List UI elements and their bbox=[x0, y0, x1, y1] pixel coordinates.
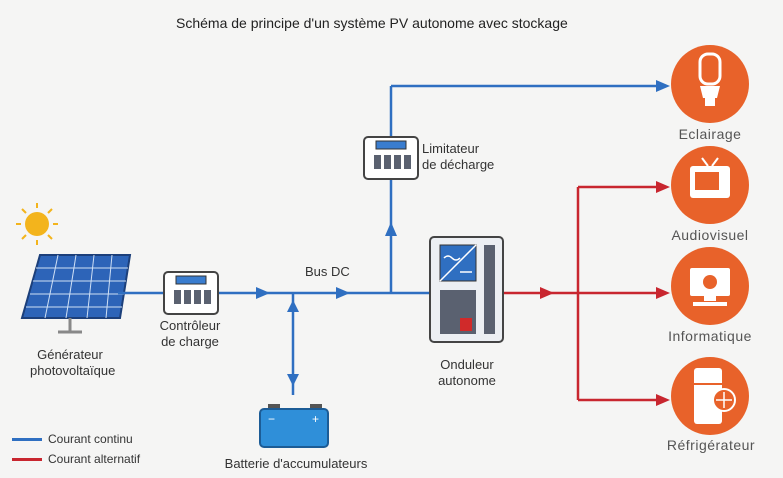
appliance-audiovisual bbox=[671, 146, 749, 224]
dc-arrows bbox=[256, 80, 670, 386]
legend-ac-swatch bbox=[12, 457, 42, 461]
generator-label: Générateur photovoltaïque bbox=[30, 347, 116, 378]
inverter-label: Onduleur autonome bbox=[438, 357, 496, 388]
controller-label: Contrôleur de charge bbox=[159, 318, 221, 349]
battery-label: Batterie d'accumulateurs bbox=[224, 456, 368, 471]
appliance-label-audiovisual: Audiovisuel bbox=[671, 227, 749, 243]
solar-panel-icon bbox=[20, 254, 132, 334]
appliance-label-lighting: Eclairage bbox=[678, 126, 742, 142]
bus-dc-label: Bus DC bbox=[305, 264, 350, 279]
legend-dc: Courant continu bbox=[12, 432, 133, 446]
legend-ac-label: Courant alternatif bbox=[48, 452, 141, 466]
charge-controller-icon bbox=[163, 271, 219, 315]
inverter-icon bbox=[429, 236, 504, 343]
appliance-label-computing: Informatique bbox=[668, 328, 752, 344]
appliance-lighting bbox=[671, 45, 749, 123]
ac-arrows bbox=[540, 181, 670, 406]
appliance-computing bbox=[671, 247, 749, 325]
diagram-title: Schéma de principe d'un système PV auton… bbox=[176, 15, 568, 31]
sun-icon bbox=[16, 203, 58, 245]
svg-text:−: − bbox=[268, 412, 275, 426]
legend-dc-swatch bbox=[12, 437, 42, 441]
legend-dc-label: Courant continu bbox=[48, 432, 133, 446]
appliance-refrigerator bbox=[671, 357, 749, 435]
svg-text:+: + bbox=[312, 412, 319, 426]
limiter-label: Limitateur de décharge bbox=[422, 141, 495, 172]
appliance-label-refrigerator: Réfrigérateur bbox=[666, 437, 756, 453]
legend-ac: Courant alternatif bbox=[12, 452, 140, 466]
discharge-limiter-icon bbox=[363, 136, 419, 180]
ac-wiring bbox=[503, 185, 660, 402]
battery-icon: − + bbox=[259, 404, 329, 448]
